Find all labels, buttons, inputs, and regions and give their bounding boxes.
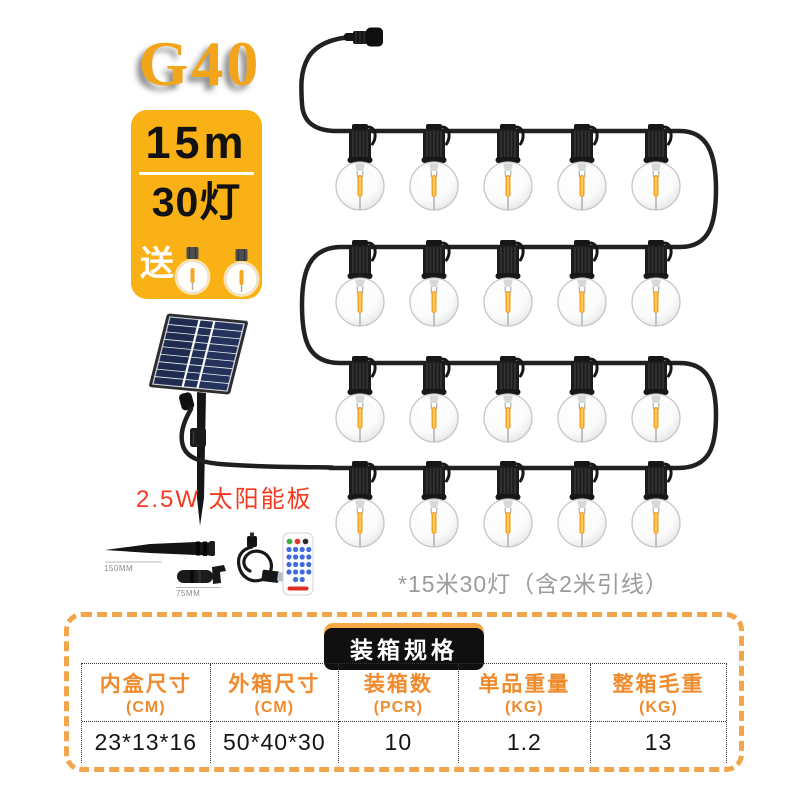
remote-button (299, 546, 305, 553)
bulb-socket-unit (630, 459, 682, 549)
remote-button (293, 561, 299, 568)
spec-col-header: 装箱数 (PCR) (339, 664, 459, 722)
spec-grid: 内盒尺寸 (CM) 外箱尺寸 (CM) 装箱数 (PCR) 单品重量 (KG) … (81, 663, 727, 763)
solar-panel-label: 2.5W 太阳能板 (136, 486, 313, 513)
badge-gift-text: 送 (140, 245, 174, 283)
bulb-socket-unit (334, 459, 386, 549)
bulb-socket-unit (556, 459, 608, 549)
bulb-socket-unit (408, 238, 460, 328)
adapter-length-label: 75MM (176, 589, 201, 598)
bulb-socket-unit (556, 354, 608, 444)
badge-divider (139, 172, 254, 175)
length-caption: *15米30灯（含2米引线） (398, 571, 669, 597)
stake-length-label: 150MM (104, 564, 134, 573)
remote-button (299, 554, 305, 560)
spec-value-cell: 13 (644, 729, 673, 755)
bulb-socket-unit (334, 238, 386, 328)
spec-value-cell: 10 (339, 722, 459, 763)
ground-stake-icon (105, 541, 215, 563)
bulb-socket-unit (408, 122, 460, 212)
remote-button (306, 561, 312, 568)
bulb-socket-unit (482, 122, 534, 212)
remote-button (306, 569, 312, 575)
spec-col-header: 单品重量 (KG) (458, 664, 592, 722)
remote-button (286, 569, 292, 575)
bulb-socket-unit (482, 459, 534, 549)
badge-length-text: 15m (145, 117, 248, 168)
product-badge: 15m 30灯 送 (131, 110, 262, 299)
bulb-socket-unit (630, 354, 682, 444)
usb-cable-icon (236, 532, 287, 583)
badge-lights-text: 30灯 (151, 179, 242, 225)
gift-bulb-icon (223, 249, 260, 297)
remote-button (299, 569, 305, 575)
product-title: G40 (138, 28, 262, 99)
bulb-socket-unit (408, 354, 460, 444)
remote-button (286, 554, 292, 560)
bulb-socket-unit (556, 238, 608, 328)
remote-button (293, 554, 299, 560)
solar-panel-icon (149, 313, 248, 411)
spec-col-header: 整箱毛重 (KG) (591, 664, 726, 722)
remote-button (299, 561, 305, 568)
bulb-socket-unit (482, 354, 534, 444)
bulb-socket-unit (630, 122, 682, 212)
power-plug-icon (344, 27, 383, 47)
pole-adapter-icon (176, 565, 226, 588)
remote-button (306, 554, 312, 560)
bulb-string (334, 122, 682, 549)
remote-button (293, 576, 299, 583)
remote-button (306, 546, 312, 553)
bulb-socket-unit (334, 354, 386, 444)
remote-button (286, 561, 292, 568)
remote-control-icon (282, 532, 314, 596)
bulb-socket-unit (482, 238, 534, 328)
bulb-socket-unit (408, 459, 460, 549)
spec-value-cell: 1.2 (459, 722, 592, 763)
panel-cable-connector (179, 392, 195, 411)
spec-value-cell: 50*40*30 (211, 722, 340, 763)
bulb-socket-unit (556, 122, 608, 212)
remote-button (299, 576, 305, 583)
remote-button (293, 546, 299, 553)
spec-col-header: 外箱尺寸 (CM) (210, 664, 340, 722)
solar-cable (179, 406, 335, 470)
spec-value-cell: 23*13*16 (82, 722, 211, 763)
remote-button (293, 569, 299, 575)
gift-bulb-icon (174, 247, 211, 295)
remote-button (286, 546, 292, 553)
spec-col-header: 内盒尺寸 (CM) (82, 664, 211, 722)
bulb-socket-unit (334, 122, 386, 212)
string-wire (299, 34, 719, 471)
packing-spec-table: 装箱规格 内盒尺寸 (CM) 外箱尺寸 (CM) 装箱数 (PCR) 单品重量 … (64, 612, 744, 772)
bulb-socket-unit (630, 238, 682, 328)
